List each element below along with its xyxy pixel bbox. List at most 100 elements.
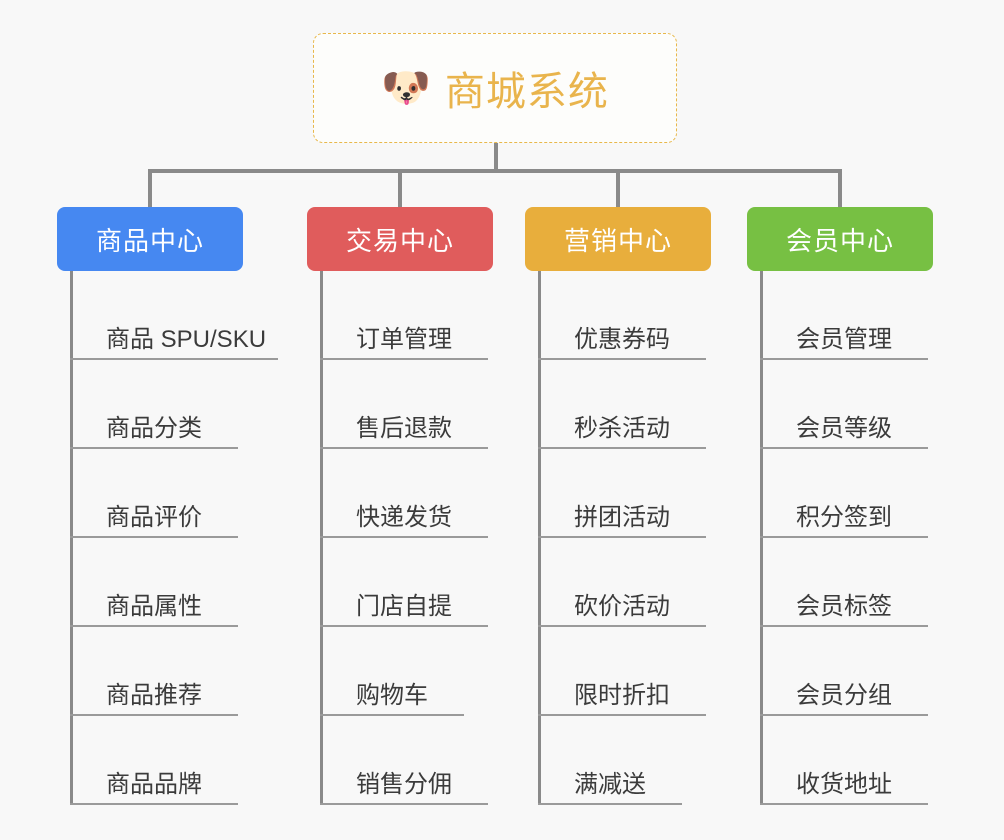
leaf-rule xyxy=(760,536,928,538)
leaf-rule xyxy=(320,447,488,449)
leaf-trunk-line xyxy=(70,271,73,805)
leaf-item[interactable]: 订单管理 xyxy=(320,271,519,360)
leaf-rule xyxy=(760,803,928,805)
leaf-rule xyxy=(320,803,488,805)
leaf-label: 商品分类 xyxy=(106,415,202,442)
leaf-item[interactable]: 商品推荐 xyxy=(70,627,289,716)
category-box-marketing-center[interactable]: 营销中心 xyxy=(525,207,711,271)
leaf-item[interactable]: 收货地址 xyxy=(760,716,959,805)
leaf-item[interactable]: 限时折扣 xyxy=(538,627,737,716)
leaf-label: 商品 SPU/SKU xyxy=(106,326,267,353)
category-box-member-center[interactable]: 会员中心 xyxy=(747,207,933,271)
leaf-list-member-center: 会员管理 会员等级 积分签到 会员标签 会员分组 收货地址 xyxy=(760,271,959,805)
shiba-dog-face-icon: 🐶 xyxy=(381,66,431,110)
leaf-item[interactable]: 售后退款 xyxy=(320,360,519,449)
leaf-item[interactable]: 会员标签 xyxy=(760,538,959,627)
leaf-item[interactable]: 会员等级 xyxy=(760,360,959,449)
leaf-label: 拼团活动 xyxy=(574,504,670,531)
leaf-label: 限时折扣 xyxy=(574,682,670,709)
leaf-label: 购物车 xyxy=(356,682,428,709)
leaf-label: 会员标签 xyxy=(796,593,892,620)
leaf-rule xyxy=(320,358,488,360)
leaf-item[interactable]: 商品品牌 xyxy=(70,716,289,805)
leaf-trunk-line xyxy=(320,271,323,805)
leaf-label: 满减送 xyxy=(574,771,646,798)
leaf-label: 售后退款 xyxy=(356,415,452,442)
category-label: 会员中心 xyxy=(785,225,894,256)
leaf-label: 商品品牌 xyxy=(106,771,202,798)
leaf-rule xyxy=(538,803,682,805)
connector-root-stem xyxy=(494,143,498,172)
leaf-item[interactable]: 快递发货 xyxy=(320,449,519,538)
leaf-item[interactable]: 商品属性 xyxy=(70,538,289,627)
leaf-label: 快递发货 xyxy=(356,504,452,531)
connector-horizontal-bus xyxy=(148,169,842,173)
leaf-label: 优惠券码 xyxy=(574,326,670,353)
leaf-item[interactable]: 优惠券码 xyxy=(538,271,737,360)
leaf-rule xyxy=(70,536,238,538)
leaf-trunk-line xyxy=(538,271,541,805)
leaf-item[interactable]: 门店自提 xyxy=(320,538,519,627)
leaf-rule xyxy=(538,358,706,360)
leaf-item[interactable]: 会员分组 xyxy=(760,627,959,716)
root-node-label: 商城系统 xyxy=(444,70,609,114)
leaf-label: 销售分佣 xyxy=(356,771,452,798)
leaf-item[interactable]: 商品分类 xyxy=(70,360,289,449)
connector-drop-product-center xyxy=(148,169,152,209)
leaf-list-trade-center: 订单管理 售后退款 快递发货 门店自提 购物车 销售分佣 xyxy=(320,271,519,805)
leaf-label: 秒杀活动 xyxy=(574,415,670,442)
leaf-rule xyxy=(70,714,238,716)
leaf-item[interactable]: 购物车 xyxy=(320,627,519,716)
leaf-rule xyxy=(320,714,464,716)
leaf-label: 门店自提 xyxy=(356,593,452,620)
leaf-rule xyxy=(538,447,706,449)
root-node-mall-system[interactable]: 🐶 商城系统 xyxy=(313,33,677,143)
leaf-label: 商品推荐 xyxy=(106,682,202,709)
branch-trade-center: 交易中心 订单管理 售后退款 快递发货 门店自提 购物车 xyxy=(307,207,519,805)
leaf-item[interactable]: 满减送 xyxy=(538,716,737,805)
category-box-trade-center[interactable]: 交易中心 xyxy=(307,207,493,271)
leaf-rule xyxy=(320,536,488,538)
category-label: 交易中心 xyxy=(345,225,454,256)
leaf-item[interactable]: 销售分佣 xyxy=(320,716,519,805)
connector-drop-trade-center xyxy=(398,169,402,209)
category-box-product-center[interactable]: 商品中心 xyxy=(57,207,243,271)
leaf-rule xyxy=(760,714,928,716)
branch-product-center: 商品中心 商品 SPU/SKU 商品分类 商品评价 商品属性 商品推荐 xyxy=(57,207,289,805)
leaf-rule xyxy=(70,625,238,627)
leaf-rule xyxy=(320,625,488,627)
leaf-list-marketing-center: 优惠券码 秒杀活动 拼团活动 砍价活动 限时折扣 满减送 xyxy=(538,271,737,805)
connector-drop-member-center xyxy=(838,169,842,209)
leaf-label: 收货地址 xyxy=(796,771,892,798)
category-label: 商品中心 xyxy=(95,225,204,256)
leaf-label: 会员管理 xyxy=(796,326,892,353)
leaf-label: 会员分组 xyxy=(796,682,892,709)
leaf-item[interactable]: 积分签到 xyxy=(760,449,959,538)
leaf-rule xyxy=(538,714,706,716)
leaf-label: 订单管理 xyxy=(356,326,452,353)
connector-drop-marketing-center xyxy=(616,169,620,209)
leaf-item[interactable]: 会员管理 xyxy=(760,271,959,360)
leaf-item[interactable]: 拼团活动 xyxy=(538,449,737,538)
leaf-rule xyxy=(70,358,278,360)
leaf-trunk-line xyxy=(760,271,763,805)
leaf-label: 商品评价 xyxy=(106,504,202,531)
leaf-list-product-center: 商品 SPU/SKU 商品分类 商品评价 商品属性 商品推荐 商品品牌 xyxy=(70,271,289,805)
leaf-item[interactable]: 商品 SPU/SKU xyxy=(70,271,289,360)
leaf-rule xyxy=(760,447,928,449)
leaf-rule xyxy=(70,447,238,449)
branch-member-center: 会员中心 会员管理 会员等级 积分签到 会员标签 会员分组 xyxy=(747,207,959,805)
leaf-label: 会员等级 xyxy=(796,415,892,442)
leaf-rule xyxy=(760,625,928,627)
leaf-rule xyxy=(538,625,706,627)
leaf-label: 商品属性 xyxy=(106,593,202,620)
category-label: 营销中心 xyxy=(563,225,672,256)
leaf-rule xyxy=(70,803,238,805)
leaf-rule xyxy=(760,358,928,360)
branch-marketing-center: 营销中心 优惠券码 秒杀活动 拼团活动 砍价活动 限时折扣 xyxy=(525,207,737,805)
leaf-item[interactable]: 秒杀活动 xyxy=(538,360,737,449)
leaf-label: 积分签到 xyxy=(796,504,892,531)
leaf-item[interactable]: 商品评价 xyxy=(70,449,289,538)
leaf-item[interactable]: 砍价活动 xyxy=(538,538,737,627)
